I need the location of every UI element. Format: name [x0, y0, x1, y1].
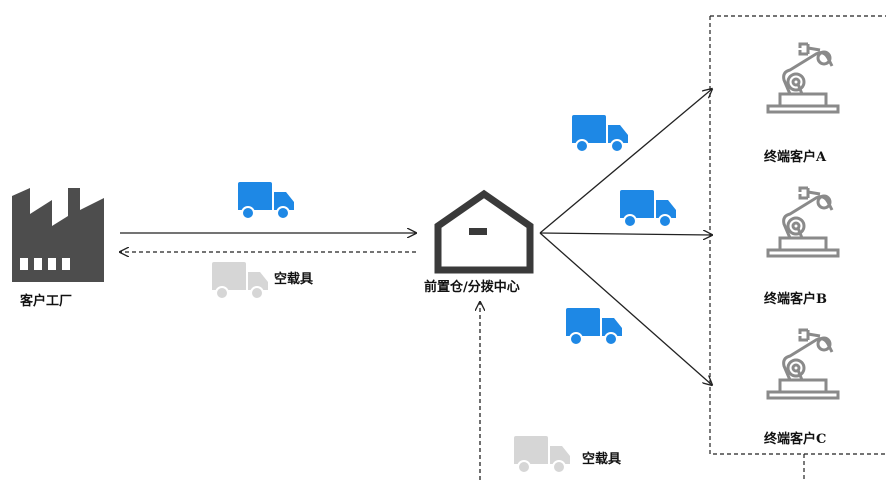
- customer-a-label: 终端客户A: [764, 150, 827, 165]
- flow-arrow-to-customer-b: [539, 233, 712, 235]
- empty-carrier-label: 空载具: [582, 452, 622, 467]
- truck-icon: [237, 181, 295, 220]
- truck-icon: [565, 307, 623, 346]
- truck-icon: [571, 114, 629, 153]
- robot-arm-icon: [766, 42, 840, 114]
- warehouse-icon: [434, 189, 534, 274]
- customer-boundary: [709, 15, 886, 455]
- robot-arm-icon: [766, 186, 840, 258]
- truck-icon: [619, 189, 677, 228]
- factory-icon: [12, 188, 104, 282]
- robot-arm-icon: [766, 328, 840, 400]
- hub-label: 前置仓/分拨中心: [424, 280, 520, 295]
- flow-arrow-to-customer-a: [539, 89, 712, 234]
- empty-truck-icon: [211, 261, 269, 300]
- customer-c-label: 终端客户C: [764, 432, 827, 447]
- flow-arrow-to-customer-c: [539, 232, 712, 385]
- empty-carrier-label: 空载具: [274, 272, 314, 287]
- customer-b-label: 终端客户B: [764, 292, 827, 307]
- empty-truck-icon: [513, 435, 571, 474]
- factory-label: 客户工厂: [20, 294, 73, 309]
